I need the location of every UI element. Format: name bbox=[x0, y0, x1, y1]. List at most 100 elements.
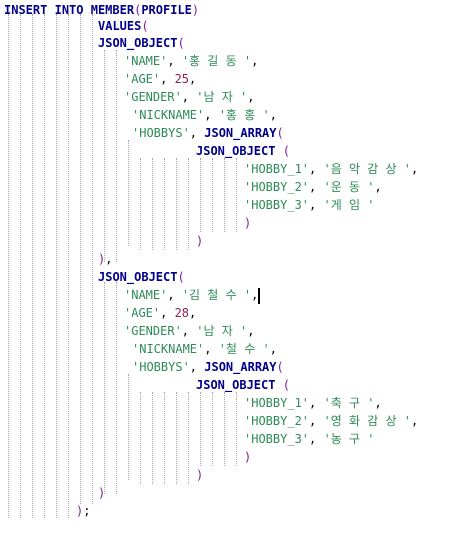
string-token: '영 화 감 상 ' bbox=[323, 414, 411, 428]
indent-guide bbox=[140, 392, 141, 484]
string-token: 'GENDER' bbox=[124, 324, 182, 338]
string-token: '게 임 ' bbox=[323, 198, 375, 212]
punctuation-token: , bbox=[411, 414, 419, 428]
punctuation-token: , bbox=[374, 396, 382, 410]
line-name-1: 'NAME', '홍 길 동 ', bbox=[124, 53, 258, 69]
indent-guide bbox=[104, 50, 105, 262]
function-token: JSON_OBJECT bbox=[98, 36, 178, 50]
line-gender-1: 'GENDER', '남 자 ', bbox=[124, 89, 254, 105]
punctuation-token: , bbox=[251, 288, 259, 302]
paren-token: ( bbox=[276, 360, 284, 374]
string-token: 'HOBBYS' bbox=[132, 360, 190, 374]
line-hobbys-2: 'HOBBYS', JSON_ARRAY( bbox=[132, 359, 284, 375]
line-close-array-2: ) bbox=[196, 467, 203, 483]
punctuation-token: , bbox=[189, 306, 197, 320]
indent-guide bbox=[188, 392, 189, 484]
line-hobby3-2: 'HOBBY_3', '농 구 ' bbox=[244, 431, 374, 447]
string-token: 'NICKNAME' bbox=[132, 108, 205, 122]
punctuation-token: , bbox=[309, 432, 324, 446]
string-token: '남 자 ' bbox=[196, 324, 248, 338]
string-token: 'AGE' bbox=[124, 306, 161, 320]
string-token: '운 동 ' bbox=[323, 180, 375, 194]
string-token: '홍 길 동 ' bbox=[181, 54, 252, 68]
indent-guide bbox=[152, 392, 153, 484]
punctuation-token: , bbox=[309, 396, 324, 410]
indent-guide bbox=[20, 14, 21, 518]
string-token: 'NAME' bbox=[124, 288, 168, 302]
keyword-token: PROFILE bbox=[141, 3, 192, 17]
string-token: 'HOBBY_3' bbox=[244, 432, 310, 446]
indent-guide bbox=[68, 14, 69, 518]
string-token: 'NAME' bbox=[124, 54, 168, 68]
whitespace-token bbox=[275, 144, 282, 158]
paren-token: ( bbox=[134, 3, 142, 17]
punctuation-token: , bbox=[189, 360, 205, 374]
string-token: '남 자 ' bbox=[196, 90, 248, 104]
text-cursor bbox=[258, 288, 260, 304]
indent-guide bbox=[116, 50, 117, 262]
punctuation-token: , bbox=[181, 90, 197, 104]
punctuation-token: , bbox=[309, 414, 324, 428]
indent-guide bbox=[140, 158, 141, 250]
line-hobby2-1: 'HOBBY_2', '운 동 ', bbox=[244, 179, 382, 195]
punctuation-token: , bbox=[105, 252, 113, 266]
paren-token: ) bbox=[196, 468, 204, 482]
indent-guide bbox=[188, 158, 189, 250]
line-values: VALUES( bbox=[98, 18, 149, 34]
whitespace-token bbox=[47, 3, 54, 17]
line-nickname-2: 'NICKNAME', '철 수 ', bbox=[132, 341, 277, 357]
string-token: 'HOBBY_2' bbox=[244, 414, 310, 428]
indent-guide bbox=[200, 392, 201, 466]
function-token: JSON_ARRAY bbox=[204, 126, 277, 140]
indent-guide bbox=[116, 282, 117, 494]
paren-token: ) bbox=[98, 252, 106, 266]
line-hobby1-2: 'HOBBY_1', '축 구 ', bbox=[244, 395, 382, 411]
whitespace-token bbox=[275, 378, 282, 392]
punctuation-token: ; bbox=[83, 504, 91, 518]
indent-guide bbox=[200, 158, 201, 232]
punctuation-token: , bbox=[160, 72, 175, 86]
string-token: 'NICKNAME' bbox=[132, 342, 205, 356]
string-token: 'GENDER' bbox=[124, 90, 182, 104]
punctuation-token: , bbox=[189, 126, 205, 140]
punctuation-token: , bbox=[181, 324, 197, 338]
indent-guide bbox=[176, 158, 177, 250]
indent-guide bbox=[8, 14, 9, 518]
punctuation-token: , bbox=[160, 306, 175, 320]
line-close-object-2: ) bbox=[98, 485, 105, 501]
keyword-token: INTO bbox=[54, 3, 84, 17]
indent-guide bbox=[152, 158, 153, 250]
punctuation-token: , bbox=[167, 54, 182, 68]
line-insert-into: INSERT INTO MEMBER(PROFILE) bbox=[4, 2, 199, 18]
punctuation-token: , bbox=[167, 288, 182, 302]
paren-token: ) bbox=[191, 3, 200, 17]
line-inner-json-object-1: JSON_OBJECT ( bbox=[196, 143, 290, 159]
string-token: 'HOBBY_1' bbox=[244, 396, 310, 410]
indent-guide bbox=[128, 374, 129, 480]
punctuation-token: , bbox=[251, 54, 259, 68]
punctuation-token: , bbox=[204, 108, 219, 122]
indent-guide bbox=[128, 140, 129, 246]
punctuation-token: , bbox=[309, 162, 324, 176]
line-hobbys-1: 'HOBBYS', JSON_ARRAY( bbox=[132, 125, 284, 141]
punctuation-token: , bbox=[247, 90, 255, 104]
whitespace-token bbox=[84, 3, 91, 17]
string-token: '철 수 ' bbox=[218, 342, 270, 356]
paren-token: ( bbox=[177, 270, 185, 284]
function-token: JSON_OBJECT bbox=[98, 270, 178, 284]
indent-guide bbox=[164, 392, 165, 484]
line-gender-2: 'GENDER', '남 자 ', bbox=[124, 323, 254, 339]
paren-token: ) bbox=[98, 486, 106, 500]
line-age-2: 'AGE', 28, bbox=[124, 305, 196, 321]
line-close-object-1: ), bbox=[98, 251, 112, 267]
string-token: 'HOBBYS' bbox=[132, 126, 190, 140]
string-token: '농 구 ' bbox=[323, 432, 375, 446]
number-token: 28 bbox=[174, 306, 190, 320]
paren-token: ( bbox=[282, 144, 290, 158]
paren-token: ( bbox=[177, 36, 185, 50]
keyword-token: INSERT bbox=[4, 3, 48, 17]
paren-token: ) bbox=[196, 234, 204, 248]
punctuation-token: , bbox=[411, 162, 419, 176]
